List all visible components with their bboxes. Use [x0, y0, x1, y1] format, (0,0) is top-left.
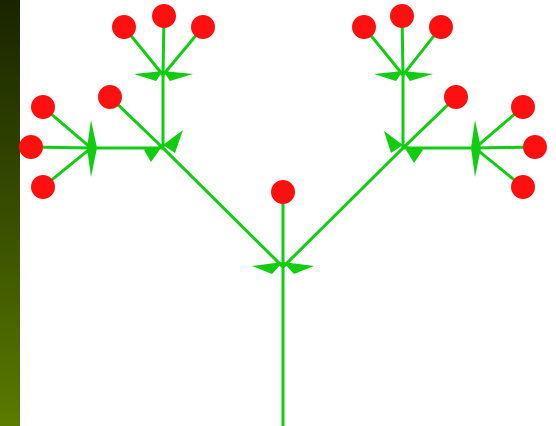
flower-right-side-1	[511, 95, 535, 119]
flower-left-up-1	[112, 15, 136, 39]
flower-left-side-1	[31, 95, 55, 119]
flowers	[19, 4, 547, 204]
bract-root-1	[252, 262, 283, 274]
flower-right-1	[444, 85, 468, 109]
stems	[31, 16, 535, 426]
flower-left-up-2	[152, 4, 176, 28]
bract-left-side-1	[87, 120, 97, 148]
bract-right-side-2	[471, 148, 481, 177]
bract-right-side-1	[471, 120, 481, 148]
flower-right-up-2	[390, 4, 414, 28]
bract-left-up-1	[134, 71, 163, 81]
flower-right-up-1	[352, 15, 376, 39]
flower-left-up-3	[191, 15, 215, 39]
flower-left-side-3	[31, 175, 55, 199]
branch-stem-right	[283, 148, 403, 267]
bract-right-up-2	[403, 71, 433, 81]
flower-right-side-3	[511, 175, 535, 199]
flower-right-side-2	[523, 135, 547, 159]
bract-root-2	[283, 262, 314, 274]
branch-stem-left	[163, 148, 283, 267]
flower-root-1	[271, 180, 295, 204]
flower-left-1	[98, 85, 122, 109]
bract-right-up-1	[374, 71, 403, 81]
bract-left-side-2	[87, 148, 97, 177]
flower-left-side-2	[19, 135, 43, 159]
flower-right-up-3	[429, 15, 453, 39]
bract-left-up-2	[163, 71, 193, 81]
